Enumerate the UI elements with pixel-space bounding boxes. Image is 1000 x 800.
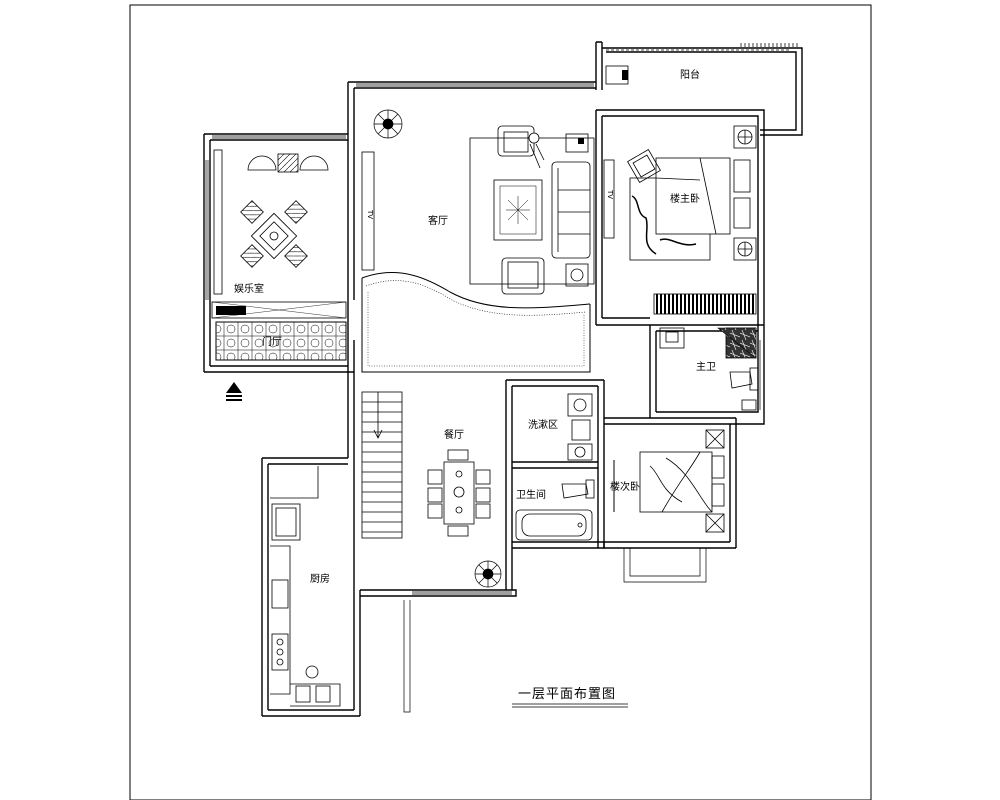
wardrobe — [653, 293, 757, 315]
tv-cabinet — [361, 151, 375, 271]
pillows — [711, 455, 725, 507]
nightstand — [733, 125, 757, 261]
bathroom: 卫生间 — [515, 479, 595, 541]
nightstand — [705, 429, 725, 533]
tv-cabinet — [603, 159, 615, 239]
drawing-caption: 一层平面布置图 — [512, 687, 628, 708]
dining-table — [427, 449, 491, 537]
armchair — [247, 155, 329, 171]
living-room-label: 客厅 — [428, 214, 448, 227]
armchair — [497, 125, 535, 157]
second-bedroom-label: 楼次卧 — [610, 480, 640, 493]
balcony: 阳台 — [605, 65, 700, 85]
kitchen-label: 厨房 — [310, 572, 330, 585]
armchair — [627, 149, 661, 183]
sheet-border — [129, 4, 872, 800]
entertainment-room: 娱乐室 — [211, 149, 347, 319]
windows — [205, 43, 800, 713]
entrance-arrow-icon — [226, 382, 242, 401]
drawing-title: 一层平面布置图 — [518, 687, 616, 702]
master-bedroom-label: 楼主卧 — [670, 192, 700, 205]
pillows — [733, 159, 751, 229]
bed — [655, 157, 731, 235]
tv-label: TV — [366, 209, 374, 219]
dining-room: 餐厅 — [427, 428, 502, 588]
sink-icon — [659, 327, 685, 349]
sofa — [551, 161, 591, 259]
entertainment-room-label: 娱乐室 — [234, 282, 264, 295]
master-bath: 主卫 — [659, 327, 759, 411]
balcony-label: 阳台 — [680, 68, 700, 81]
foyer-label: 门厅 — [262, 335, 282, 348]
walls — [203, 41, 803, 717]
master-bedroom: TV 楼主卧 — [603, 125, 757, 315]
washing-area-label: 洗漱区 — [528, 419, 558, 431]
master-bath-label: 主卫 — [696, 361, 716, 373]
bathtub — [515, 509, 593, 541]
plant-icon — [474, 560, 502, 588]
staircase — [361, 391, 403, 539]
tv-label: TV — [606, 189, 614, 199]
toilet-icon — [729, 367, 759, 411]
curved-partition — [361, 272, 591, 309]
game-table — [250, 212, 298, 260]
plant-icon — [373, 109, 403, 139]
second-bedroom: 楼次卧 — [610, 429, 725, 533]
toilet-icon — [561, 479, 595, 499]
chairs — [240, 200, 308, 268]
kitchen: 厨房 — [270, 466, 341, 707]
foyer: 门厅 — [215, 321, 347, 401]
coffee-table — [493, 179, 543, 241]
person-icon — [305, 665, 319, 679]
washing-area: 洗漱区 — [528, 393, 593, 461]
bed — [639, 451, 713, 513]
person-icon — [528, 132, 545, 169]
dining-room-label: 餐厅 — [444, 428, 464, 441]
bathroom-label: 卫生间 — [516, 488, 546, 501]
living-room: TV 客厅 — [361, 109, 595, 373]
